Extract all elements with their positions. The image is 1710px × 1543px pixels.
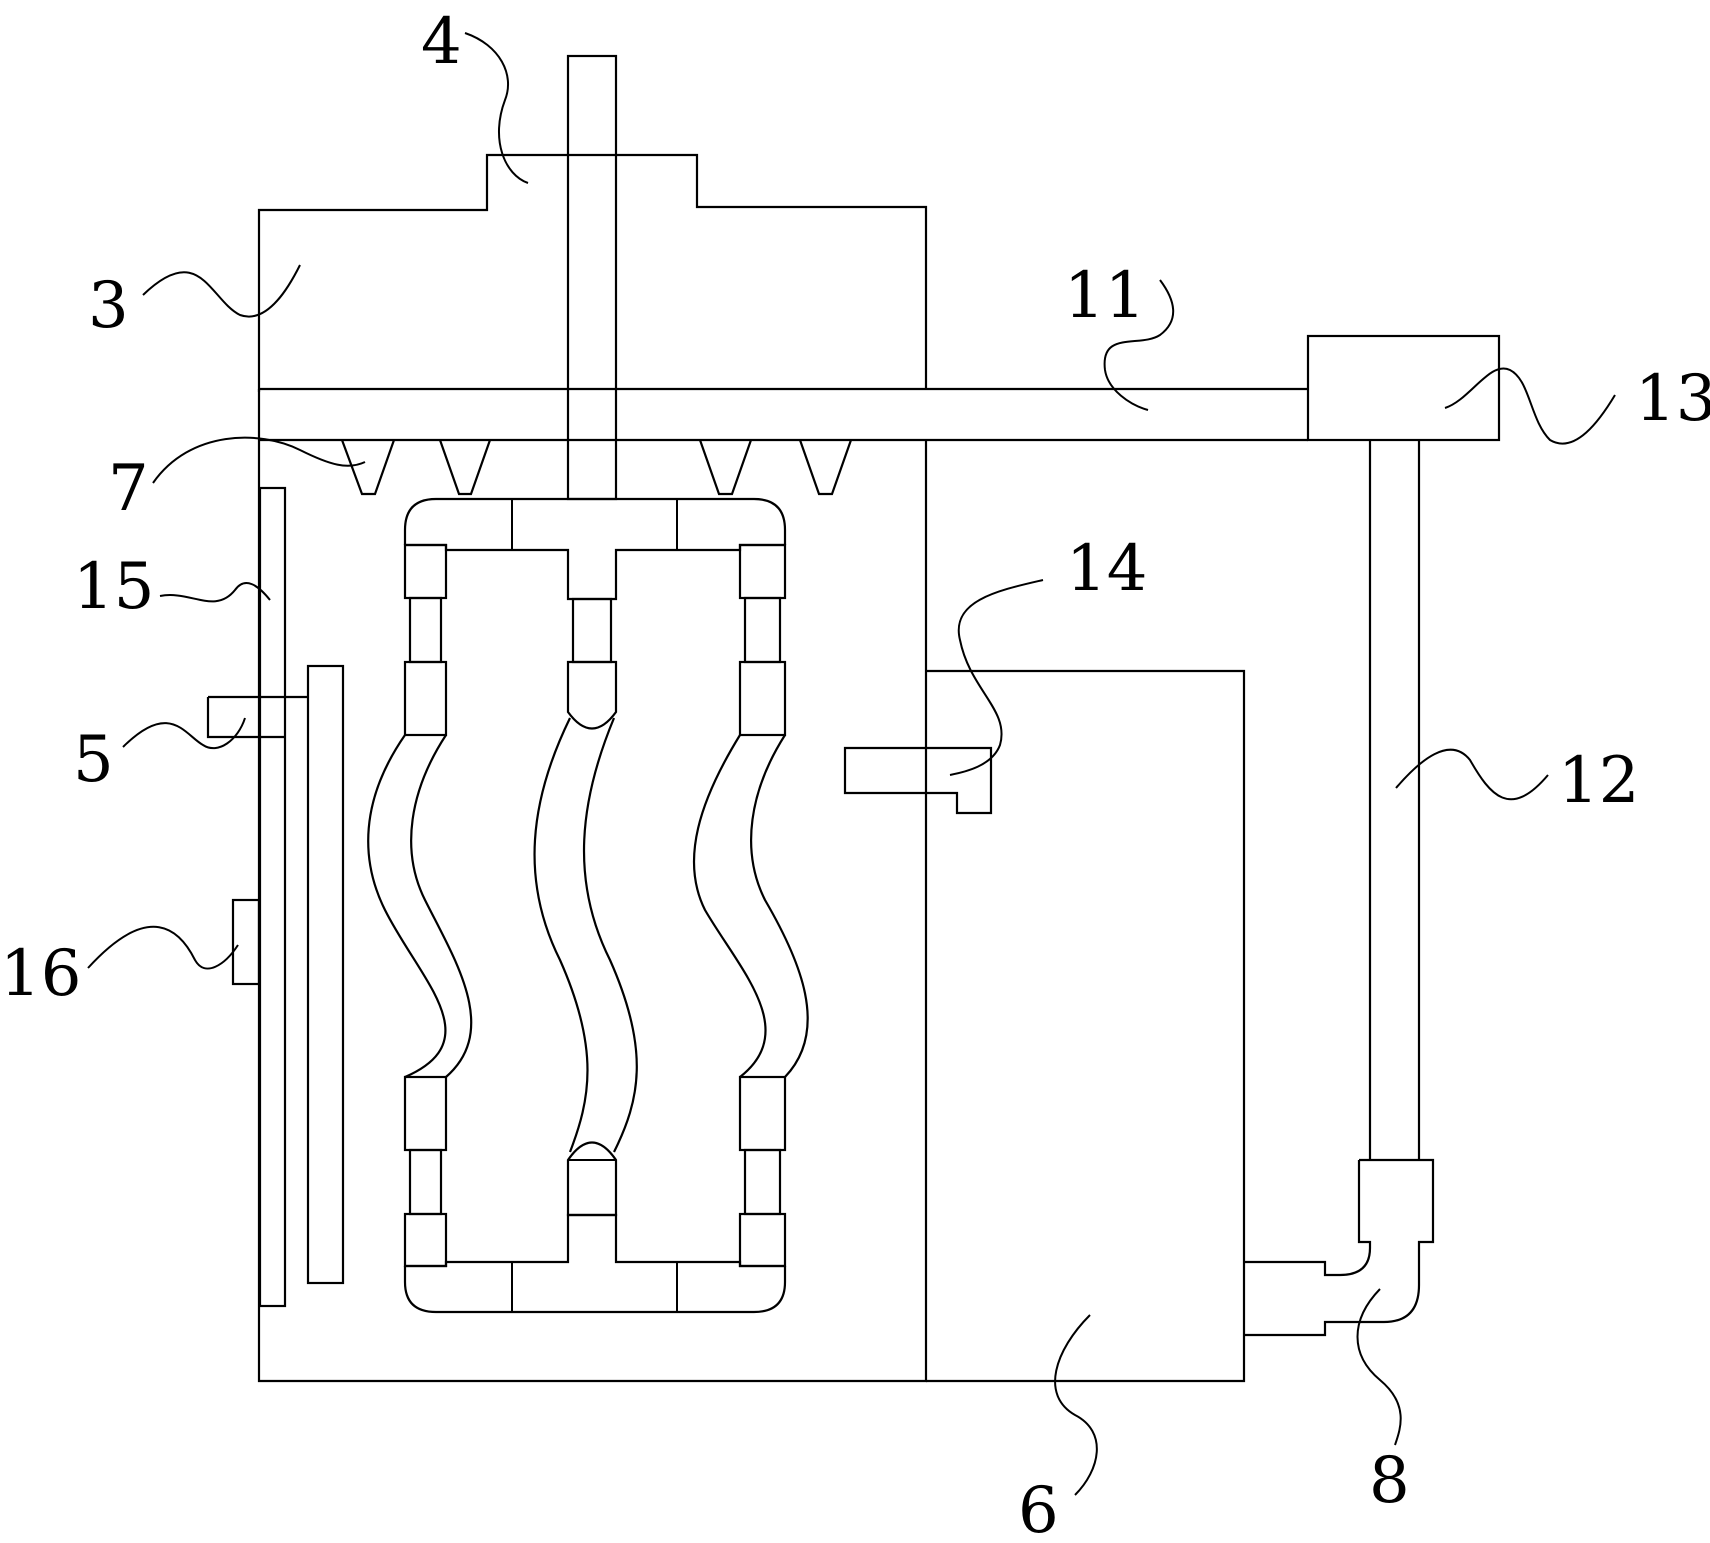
frame-bottom-bar xyxy=(403,1213,787,1314)
label-14: 14 xyxy=(1066,532,1147,606)
center-column-segment xyxy=(571,597,613,664)
leader-13 xyxy=(1444,367,1616,445)
label-15: 15 xyxy=(73,550,154,624)
label-5: 5 xyxy=(73,723,114,797)
left-column-segment xyxy=(403,660,448,737)
nozzle-3 xyxy=(698,439,753,496)
label-12: 12 xyxy=(1558,744,1639,818)
left-column-segment xyxy=(408,596,443,664)
right-wavy-tube xyxy=(692,734,809,1078)
leader-6 xyxy=(1054,1314,1098,1496)
inlet-pipe xyxy=(843,746,993,815)
right-column-segment xyxy=(738,660,787,737)
leader-11 xyxy=(1103,279,1175,411)
side-panel xyxy=(258,486,287,1308)
outlet-nozzle xyxy=(206,695,308,739)
left-wavy-tube xyxy=(367,734,473,1079)
left-column-segment xyxy=(403,1212,448,1268)
leader-16 xyxy=(87,925,239,970)
nozzle-4 xyxy=(798,439,853,496)
frame-top-bar xyxy=(403,497,787,601)
nozzle-1 xyxy=(340,439,396,496)
right-column-segment xyxy=(743,1148,782,1216)
label-3: 3 xyxy=(88,269,129,343)
valve-block xyxy=(231,898,261,986)
nozzle-2 xyxy=(438,439,492,496)
vertical-shaft xyxy=(566,54,618,501)
pump-body xyxy=(1244,1158,1435,1337)
label-8: 8 xyxy=(1369,1444,1410,1518)
leader-3 xyxy=(142,264,301,318)
leader-8 xyxy=(1356,1288,1402,1446)
leader-12 xyxy=(1395,748,1549,801)
pump-body-inner xyxy=(1244,1160,1372,1277)
left-column-segment xyxy=(403,1075,448,1152)
left-column-segment xyxy=(408,1148,443,1216)
center-column-cap-top xyxy=(566,660,618,730)
left-column-segment xyxy=(403,543,448,600)
top-housing xyxy=(257,153,928,392)
side-tank xyxy=(926,669,1246,1383)
control-box xyxy=(1306,334,1501,442)
label-16: 16 xyxy=(0,937,81,1011)
label-13: 13 xyxy=(1635,362,1710,436)
leader-14 xyxy=(949,579,1044,776)
center-column-cap-bottom xyxy=(566,1141,618,1217)
leader-15 xyxy=(159,582,271,603)
guide-rod xyxy=(306,664,345,1285)
right-column-segment xyxy=(743,596,782,664)
leader-7 xyxy=(152,436,366,484)
main-tank xyxy=(257,389,928,1383)
leader-4 xyxy=(464,32,529,184)
leader-5 xyxy=(122,717,246,750)
label-6: 6 xyxy=(1018,1474,1059,1543)
right-column-segment xyxy=(738,1212,787,1268)
label-11: 11 xyxy=(1064,259,1145,333)
center-wavy-tube xyxy=(533,717,638,1153)
right-column-segment xyxy=(738,1075,787,1152)
label-4: 4 xyxy=(421,5,462,79)
label-7: 7 xyxy=(108,452,149,526)
right-column-segment xyxy=(738,543,787,600)
